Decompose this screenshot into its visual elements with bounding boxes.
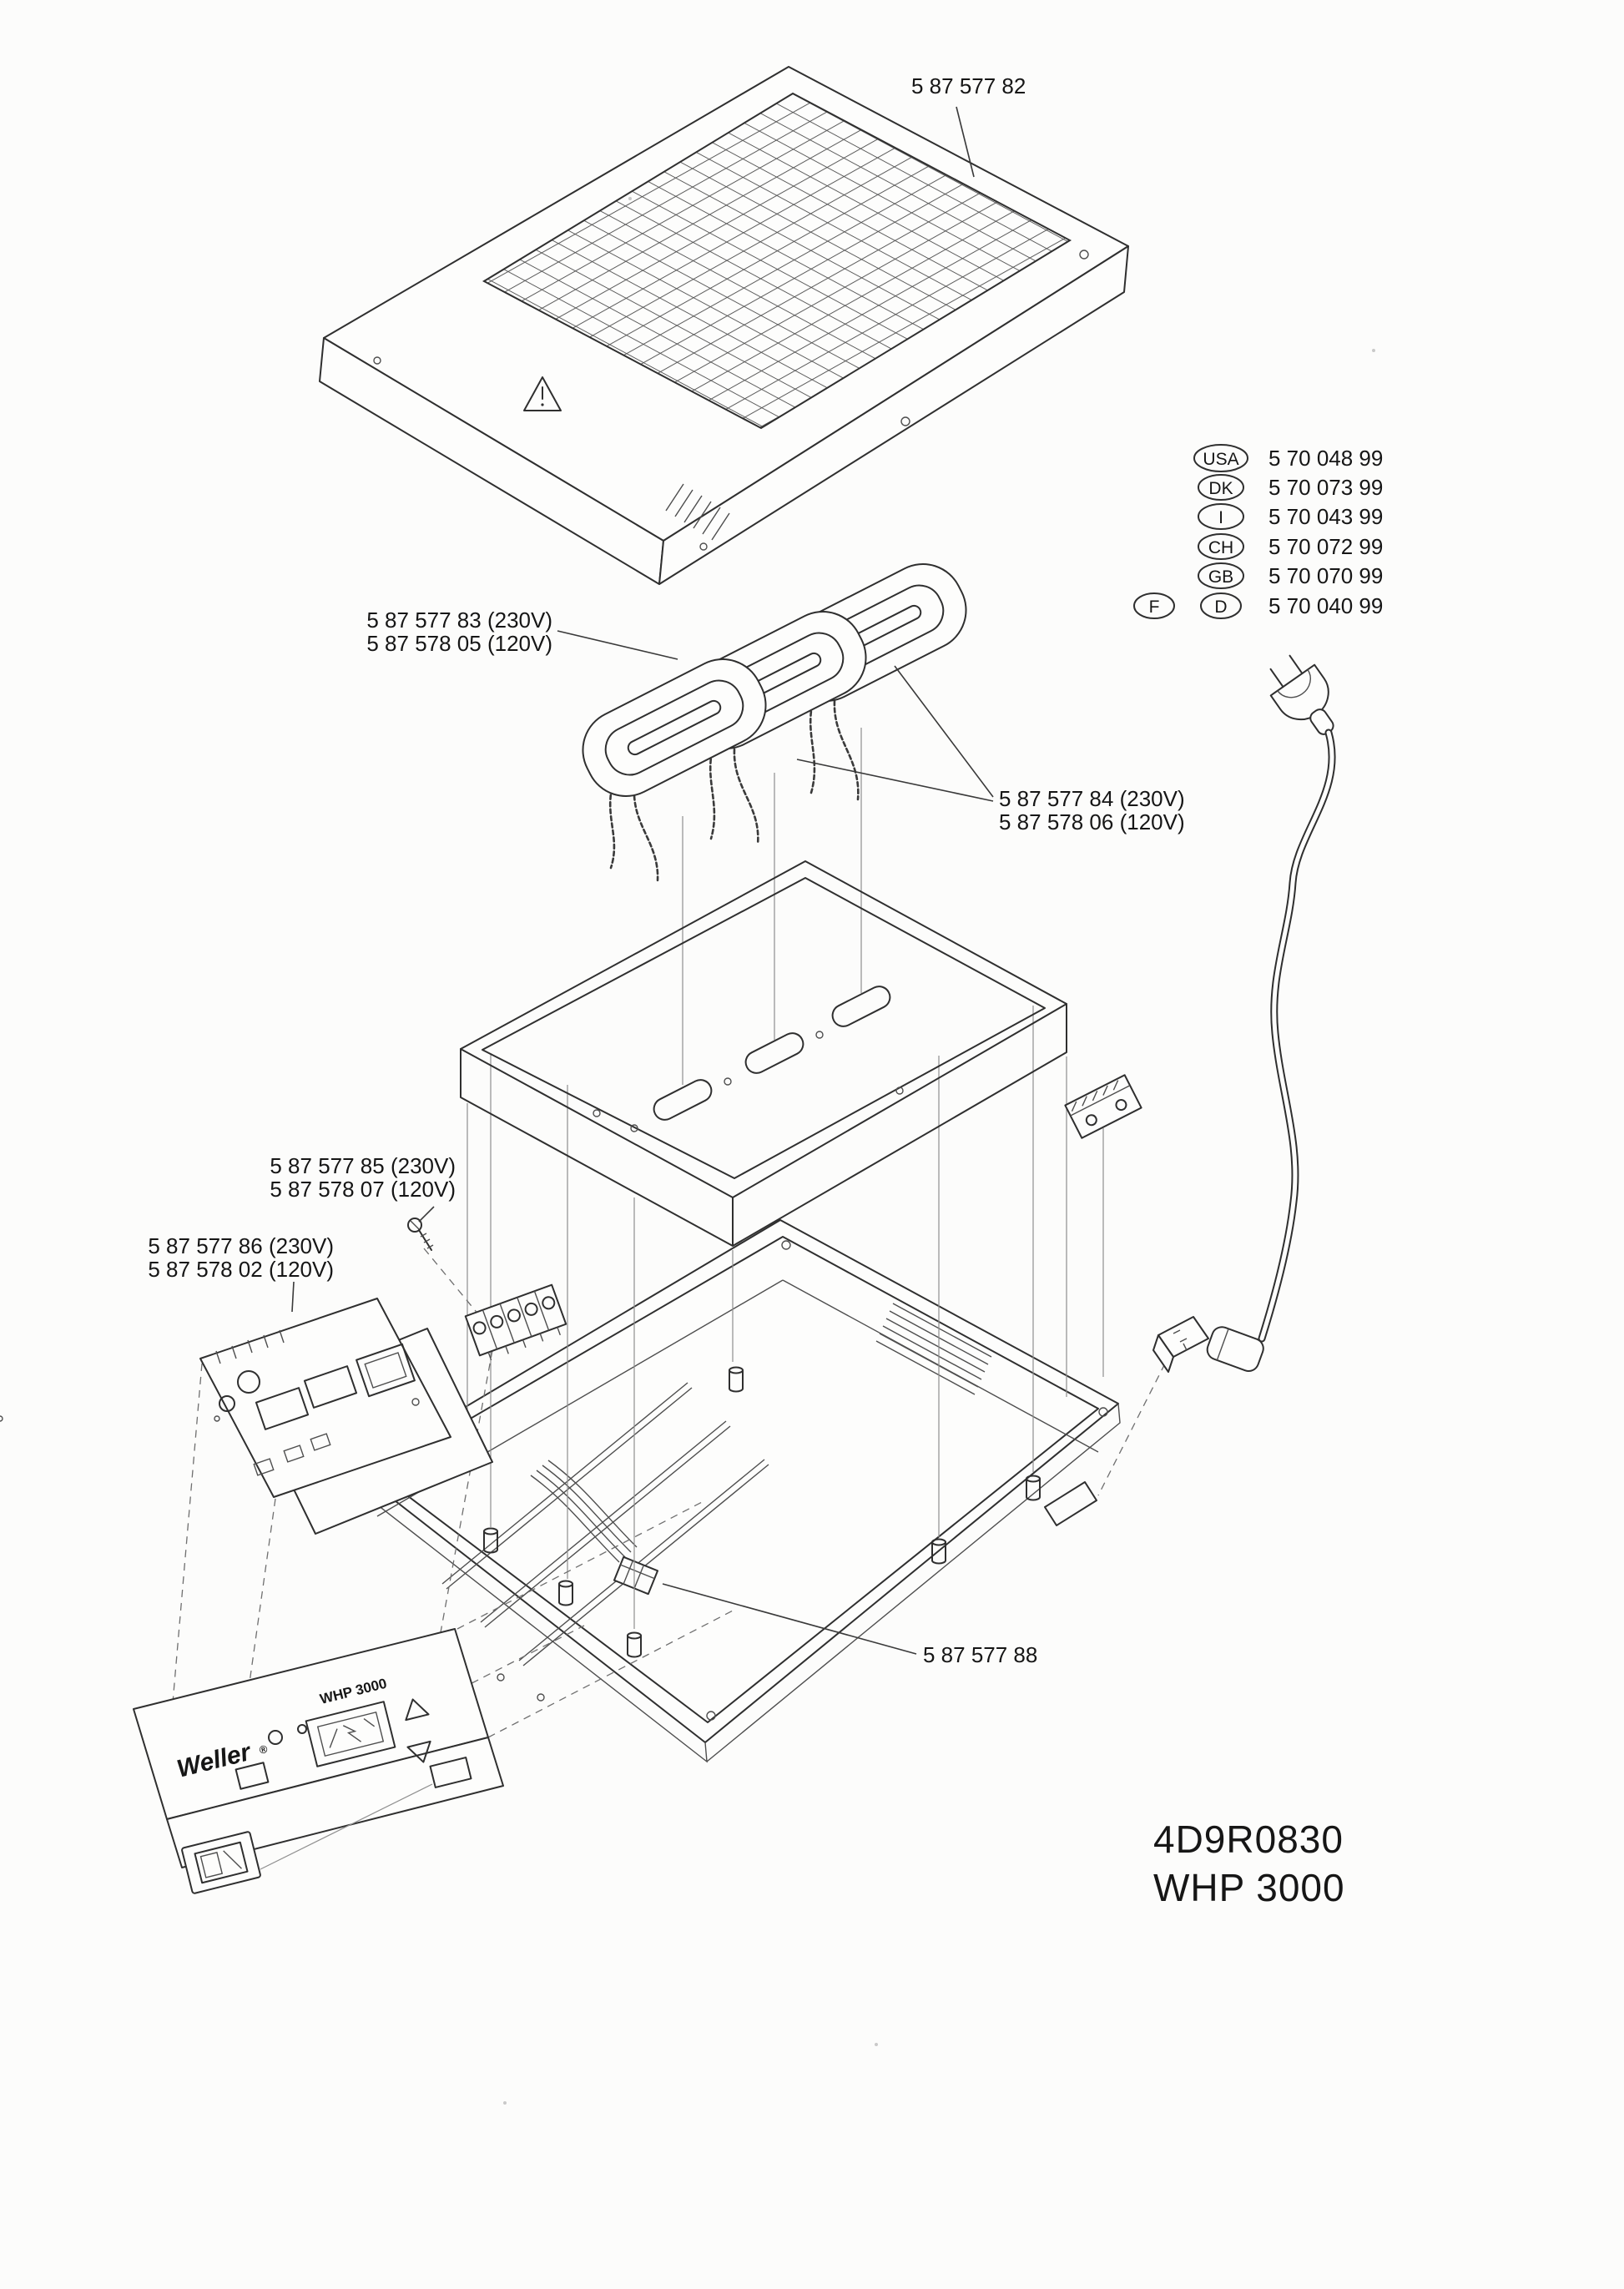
part-label-heater-230v: 5 87 577 83 (230V) xyxy=(366,608,552,633)
region-label: DK xyxy=(1208,479,1233,498)
tray-slots xyxy=(653,986,891,1121)
power-switch[interactable] xyxy=(181,1831,261,1894)
region-badge-gb xyxy=(1198,562,1244,589)
region-label: F xyxy=(1149,597,1160,617)
cord-part-number: 5 70 040 99 xyxy=(1268,593,1383,618)
region-label: GB xyxy=(1208,567,1233,587)
region-label: I xyxy=(1218,508,1223,527)
switch-cutout xyxy=(429,1757,472,1788)
part-label-pcb-120v: 5 87 578 02 (120V) xyxy=(148,1257,334,1282)
heating-elements xyxy=(582,563,967,882)
panel-led xyxy=(268,1730,283,1745)
cord-part-number: 5 70 073 99 xyxy=(1268,475,1383,500)
part-label-sensor-120v: 5 87 578 06 (120V) xyxy=(999,809,1185,834)
power-cord xyxy=(1258,729,1336,1343)
mains-plug xyxy=(1269,654,1334,735)
terminal-block xyxy=(464,1283,567,1361)
heater-wires xyxy=(608,689,860,882)
part-label-heater-120v: 5 87 578 05 (120V) xyxy=(366,631,552,656)
front-panel: Weller ® WHP 3000 xyxy=(133,1628,504,1868)
cord-part-number: 5 70 072 99 xyxy=(1268,534,1383,559)
region-label: D xyxy=(1214,597,1227,617)
part-label-screw-230v: 5 87 577 85 (230V) xyxy=(270,1153,456,1178)
bottom-chassis xyxy=(356,1219,1121,1763)
part-label-screw-120v: 5 87 578 07 (120V) xyxy=(270,1177,456,1202)
up-button[interactable] xyxy=(401,1697,430,1722)
region-label: CH xyxy=(1208,538,1233,557)
region-badge-i xyxy=(1198,503,1244,530)
drawing-number: 4D9R0830 xyxy=(1153,1818,1344,1861)
power-cord-variant-list: USA 5 70 048 99 DK 5 70 073 99 I 5 70 04… xyxy=(1133,444,1383,619)
drawing-footer: 4D9R0830 WHP 3000 xyxy=(1153,1818,1345,1909)
internal-cable xyxy=(530,1460,659,1596)
region-badge-dk xyxy=(1198,474,1244,501)
region-badge-ch xyxy=(1198,533,1244,560)
cord-part-number: 5 70 070 99 xyxy=(1268,563,1383,588)
region-badge-d xyxy=(1200,592,1242,619)
tray-holes xyxy=(593,1031,904,1132)
display-window xyxy=(305,1701,396,1767)
heater-coil xyxy=(582,658,767,797)
cover-screw-holes xyxy=(373,250,1089,551)
warning-triangle-icon xyxy=(523,376,562,411)
connector-bracket xyxy=(1064,1074,1142,1139)
down-button[interactable] xyxy=(406,1740,434,1765)
panel-button[interactable] xyxy=(235,1762,270,1790)
region-badge-f xyxy=(1133,592,1175,619)
region-badge-usa xyxy=(1193,444,1248,472)
brand-registered-mark: ® xyxy=(258,1742,269,1757)
cover-mesh-grille xyxy=(482,92,1072,430)
part-label-cover: 5 87 577 82 xyxy=(911,73,1026,98)
assembly-alignment-lines xyxy=(171,728,1166,1763)
control-pcb xyxy=(0,1298,493,1535)
pcb-components xyxy=(0,1329,420,1476)
part-label-sensor-230v: 5 87 577 84 (230V) xyxy=(999,786,1185,811)
part-label-cable: 5 87 577 88 xyxy=(923,1642,1037,1667)
power-cord-assembly xyxy=(1152,654,1336,1373)
panel-sensor-hole xyxy=(297,1724,307,1734)
chassis-inlet-opening xyxy=(1044,1481,1097,1526)
cable-connector xyxy=(613,1555,659,1596)
part-label-pcb-230v: 5 87 577 86 (230V) xyxy=(148,1233,334,1258)
mounting-tray xyxy=(460,860,1067,1247)
part-labels: 5 87 577 82 5 87 577 83 (230V) 5 87 578 … xyxy=(148,73,1184,1667)
scan-noise xyxy=(503,197,1375,2105)
cover-vent-grille xyxy=(665,483,730,541)
region-label: USA xyxy=(1203,450,1238,469)
iec-inlet xyxy=(1152,1316,1209,1373)
cord-connector xyxy=(1206,1326,1264,1372)
drawing-model: WHP 3000 xyxy=(1153,1866,1345,1909)
mounting-screw xyxy=(407,1218,434,1251)
display-graphic xyxy=(342,1725,362,1742)
cord-part-number: 5 70 048 99 xyxy=(1268,446,1383,471)
top-cover xyxy=(319,66,1129,585)
cord-part-number: 5 70 043 99 xyxy=(1268,504,1383,529)
